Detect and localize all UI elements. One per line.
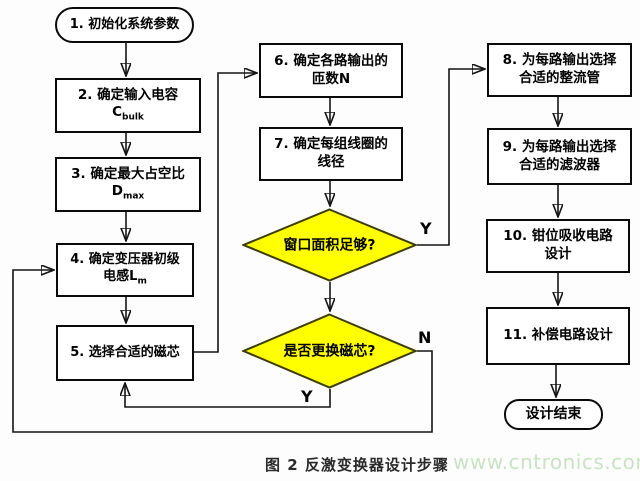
watermark-url: www.cntronics.com [453, 450, 640, 474]
flow-node-clamp-snubber: 10. 钳位吸收电路 设计 [486, 219, 630, 273]
line2-prefix: 电感 [103, 268, 130, 284]
flow-node-select-core: 5. 选择合适的磁芯 [56, 325, 194, 381]
branch-label-decision2-yes: Y [301, 387, 313, 406]
node-line2: Cbulk [112, 104, 144, 124]
flow-node-compensation-circuit: 11. 补偿电路设计 [486, 307, 630, 365]
connector-decision2-no-to-step4 [12, 270, 433, 433]
symbol: L [129, 268, 138, 284]
flow-node-wire-diameter: 7. 确定每组线圈的 线径 [259, 127, 403, 181]
node-line2: 设计 [544, 246, 572, 262]
node-label: 设计结束 [525, 406, 582, 423]
node-line1: 6. 确定各路输出的 [274, 52, 388, 69]
branch-label-decision1-yes: Y [420, 219, 432, 238]
node-label: 1. 初始化系统参数 [69, 16, 180, 32]
branch-label-decision2-no: N [418, 328, 432, 347]
symbol-subscript: max [122, 191, 145, 202]
node-line1: 10. 钳位吸收电路 [503, 228, 613, 245]
decision-window-area: 窗口面积足够? [242, 208, 417, 282]
decision-label: 窗口面积足够? [283, 237, 376, 254]
symbol: D [111, 183, 123, 200]
node-label: 11. 补偿电路设计 [503, 327, 613, 344]
node-line2: 电感Lm [103, 269, 147, 288]
flow-node-start: 1. 初始化系统参数 [55, 7, 194, 43]
decision-label: 是否更换磁芯? [283, 343, 376, 360]
flow-node-output-turns: 6. 确定各路输出的 匝数N [259, 43, 403, 98]
flow-node-primary-inductance: 4. 确定变压器初级 电感Lm [56, 243, 194, 297]
node-line1: 8. 为每路输出选择 [502, 52, 617, 69]
figure-caption: 图 2 反激变换器设计步骤 [265, 456, 449, 474]
symbol-subscript: m [137, 276, 147, 287]
node-line2: 线径 [317, 154, 345, 170]
node-line2: 合适的整流管 [519, 70, 600, 86]
flow-node-select-rectifier: 8. 为每路输出选择 合适的整流管 [487, 43, 632, 97]
node-line1: 9. 为每路输出选择 [502, 138, 617, 155]
node-line1: 7. 确定每组线圈的 [274, 136, 388, 153]
flow-node-max-duty-cycle: 3. 确定最大占空比 Dmax [55, 157, 201, 212]
flow-node-select-filter: 9. 为每路输出选择 合适的滤波器 [487, 128, 632, 185]
flow-node-end: 设计结束 [504, 399, 603, 430]
node-line2: 合适的滤波器 [519, 156, 600, 173]
connector-decision1-yes-to-step8 [417, 69, 484, 246]
connector-decision2-yes-to-step5 [125, 384, 331, 408]
symbol-subscript: bulk [122, 112, 144, 123]
node-line1: 4. 确定变压器初级 [70, 251, 180, 267]
node-label: 5. 选择合适的磁芯 [70, 344, 180, 360]
symbol: C [112, 104, 122, 121]
decision-change-core: 是否更换磁芯? [242, 313, 417, 389]
node-line1: 2. 确定输入电容 [77, 86, 179, 103]
node-line2: 匝数N [311, 70, 351, 87]
node-line1: 3. 确定最大占空比 [71, 165, 185, 182]
node-line2: Dmax [112, 183, 144, 203]
diamond-shape [242, 313, 417, 389]
flow-node-input-capacitor: 2. 确定输入电容 Cbulk [55, 78, 201, 133]
connector-step5-to-step6 [194, 73, 256, 353]
diamond-shape [242, 208, 417, 282]
